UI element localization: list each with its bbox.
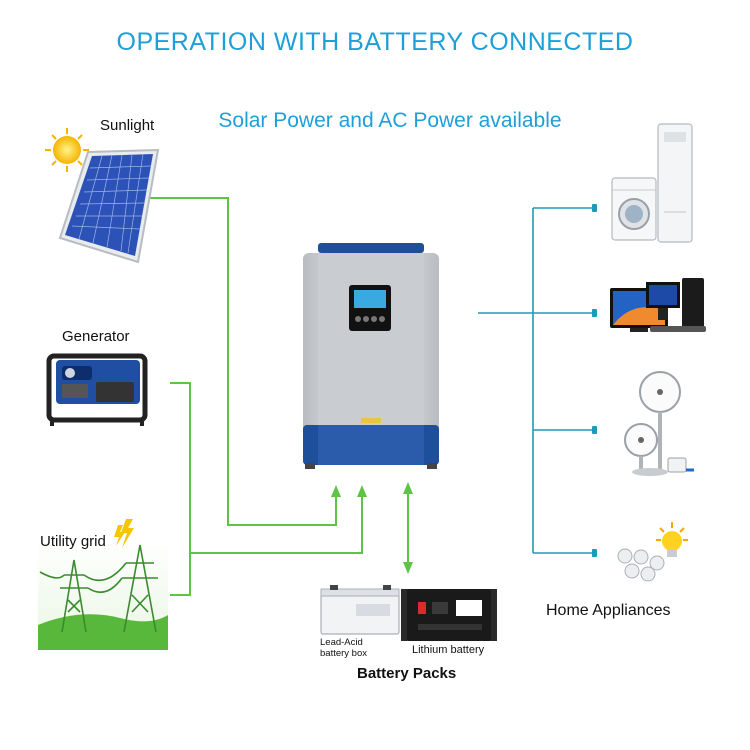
lead-acid-battery-icon xyxy=(320,585,400,635)
load-lines xyxy=(478,207,592,554)
lightning-icon xyxy=(121,519,134,548)
page-subtitle: Solar Power and AC Power available xyxy=(218,109,562,132)
generator-label: Generator xyxy=(62,328,130,345)
utility-grid-label: Utility grid xyxy=(40,533,106,550)
generator-icon xyxy=(46,353,148,426)
fan-icon xyxy=(624,371,694,476)
computer-icon xyxy=(646,278,706,332)
source-lines xyxy=(143,197,409,596)
lithium-label: Lithium battery xyxy=(412,644,485,656)
plug-icons xyxy=(592,204,597,557)
arrow-heads xyxy=(331,482,413,574)
inverter-icon xyxy=(303,243,439,469)
utility-grid-scene xyxy=(38,519,168,650)
page-title: OPERATION WITH BATTERY CONNECTED xyxy=(116,28,634,56)
battery-packs-label: Battery Packs xyxy=(357,665,457,682)
sun-icon xyxy=(45,128,89,172)
light-bulb-icon xyxy=(617,522,688,582)
generator-line xyxy=(170,382,191,553)
home-appliances-label: Home Appliances xyxy=(546,602,671,619)
power-tower-icon xyxy=(39,544,158,633)
lithium-battery-icon xyxy=(401,589,497,641)
lead-acid-label: Lead-Acid battery box xyxy=(320,637,367,659)
grid-line xyxy=(170,495,363,596)
air-conditioner-icon xyxy=(657,123,693,243)
sunlight-label: Sunlight xyxy=(100,117,155,134)
washing-machine-icon xyxy=(611,177,657,241)
solar-panel-icon xyxy=(58,148,160,264)
solar-line xyxy=(143,197,337,526)
